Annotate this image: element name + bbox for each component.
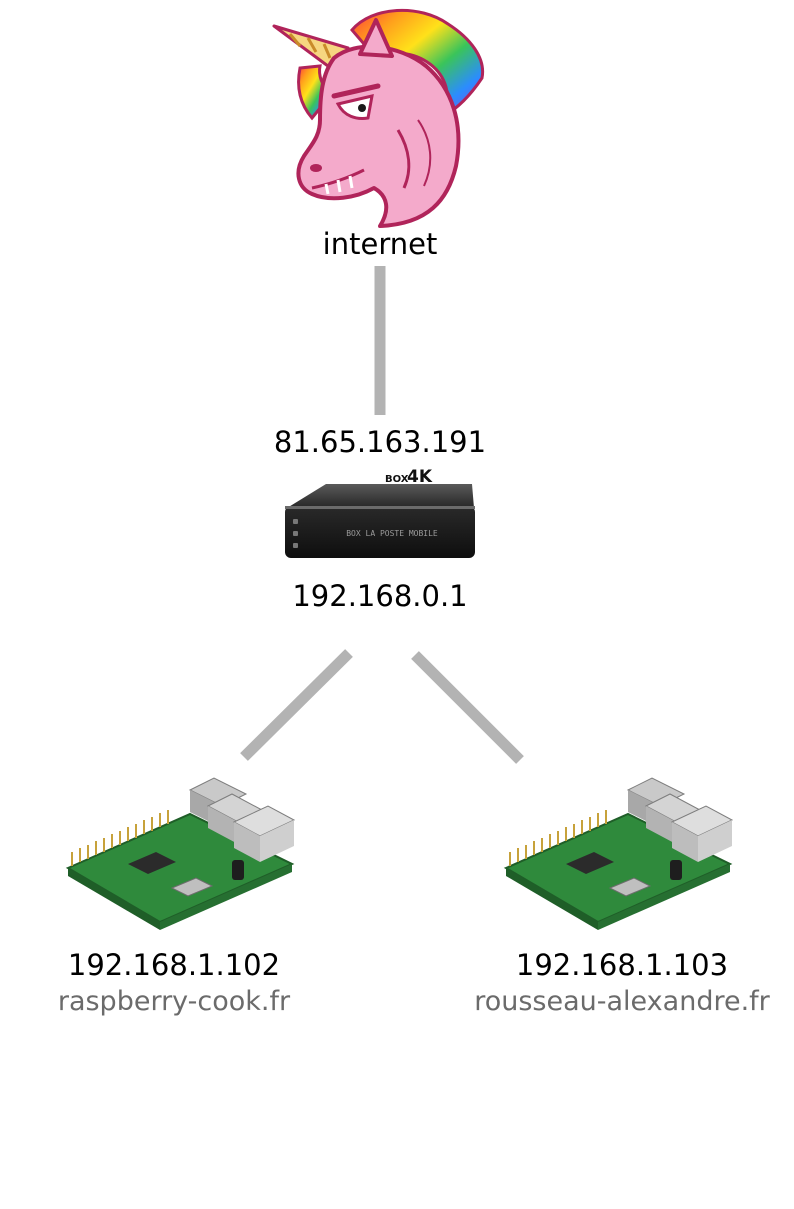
device-2-ip: 192.168.1.103 bbox=[515, 948, 729, 982]
raspberry-pi-board-icon bbox=[505, 777, 733, 931]
raspberry-pi-board-icon bbox=[65, 777, 296, 930]
unicorn-mascot-icon bbox=[272, 8, 485, 228]
internet-label: internet bbox=[322, 227, 438, 261]
device-1-ip: 192.168.1.102 bbox=[67, 948, 281, 982]
router-badge-box: BOX bbox=[385, 474, 409, 485]
set-top-box-icon: BOX 4K BOX LA POSTE MOBILE bbox=[285, 467, 475, 558]
device-1-hostname: raspberry-cook.fr bbox=[57, 986, 291, 1017]
router-public-ip: 81.65.163.191 bbox=[273, 425, 487, 459]
device-2-hostname: rousseau-alexandre.fr bbox=[474, 986, 770, 1017]
router-badge-4k: 4K bbox=[407, 467, 433, 487]
link-router-device-2 bbox=[411, 651, 524, 764]
link-router-device-1 bbox=[240, 649, 353, 761]
router-local-ip: 192.168.0.1 bbox=[292, 579, 468, 613]
router-front-text: BOX LA POSTE MOBILE bbox=[346, 529, 438, 538]
